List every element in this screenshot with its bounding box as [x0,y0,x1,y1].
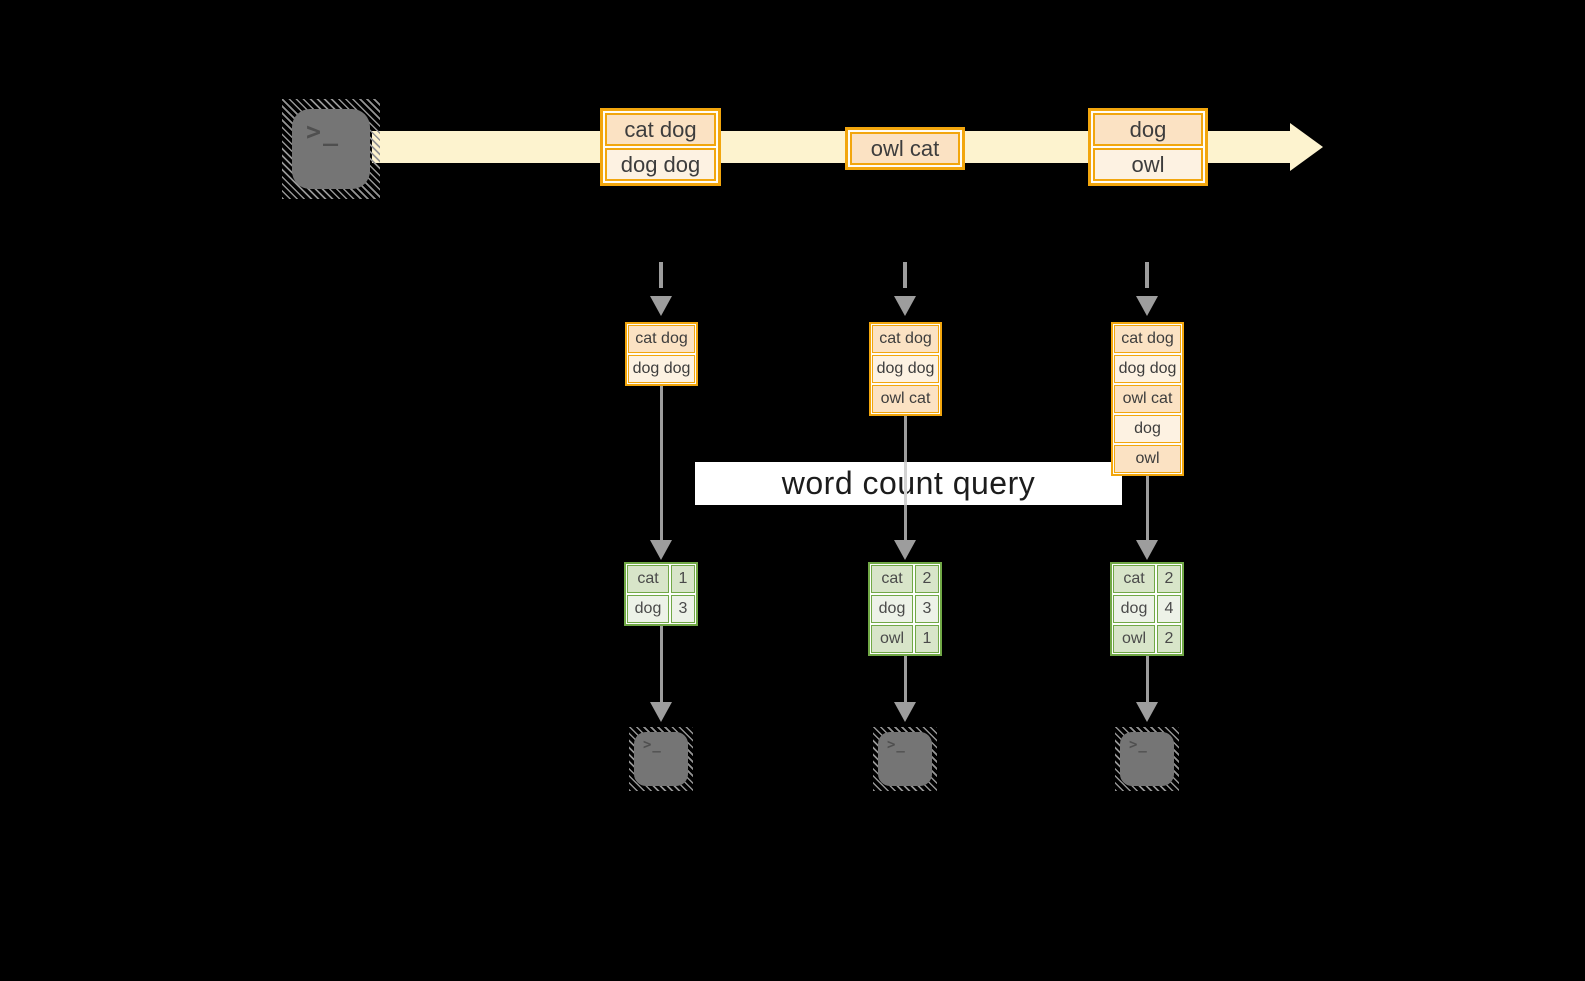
sink-terminal-icon-3: >_ [1115,727,1179,791]
word-cell: dog [627,595,669,623]
table-row: dog 3 [871,595,939,623]
arrowhead-icon [894,540,916,560]
query-label: word count query [695,462,1122,505]
result-table-3: cat 2 dog 4 owl 2 [1110,562,1184,656]
word-cell: dog [871,595,913,623]
terminal-screen: >_ [292,109,370,189]
arrow-line [1146,476,1149,540]
terminal-prompt-icon: >_ [887,737,906,753]
state-cell: dog dog [872,355,939,383]
result-table-2: cat 2 dog 3 owl 1 [868,562,942,656]
sink-terminal-icon-2: >_ [873,727,937,791]
arrowhead-icon [650,296,672,316]
word-cell: cat [627,565,669,593]
terminal-screen: >_ [1120,732,1174,786]
sink-terminal-icon-1: >_ [629,727,693,791]
count-cell: 1 [915,625,939,653]
dashed-arrow-line [659,262,663,288]
state-cell: cat dog [872,325,939,353]
arrow-line-over-label [904,462,907,505]
table-row: dog 3 [627,595,695,623]
stream-event-box-2: owl cat [845,127,965,170]
table-row: dog 4 [1113,595,1181,623]
event-cell: dog dog [605,148,716,181]
word-cell: owl [871,625,913,653]
count-cell: 2 [1157,625,1181,653]
arrowhead-icon [1136,702,1158,722]
state-box-1: cat dog dog dog [625,322,698,386]
arrowhead-icon [1136,540,1158,560]
arrow-line [660,386,663,540]
terminal-prompt-icon: >_ [1129,737,1148,753]
terminal-prompt-icon: >_ [306,117,341,146]
state-box-2: cat dog dog dog owl cat [869,322,942,416]
arrow-line [660,626,663,702]
dashed-arrow-line [1145,262,1149,288]
count-cell: 3 [915,595,939,623]
query-label-text: word count query [781,465,1036,501]
count-cell: 4 [1157,595,1181,623]
word-cell: cat [1113,565,1155,593]
result-table-1: cat 1 dog 3 [624,562,698,626]
terminal-screen: >_ [878,732,932,786]
state-cell: dog dog [628,355,695,383]
table-row: owl 2 [1113,625,1181,653]
state-cell: owl [1114,445,1181,473]
arrowhead-icon [894,702,916,722]
count-cell: 3 [671,595,695,623]
arrowhead-icon [650,540,672,560]
terminal-prompt-icon: >_ [643,737,662,753]
arrowhead-icon [1136,296,1158,316]
count-cell: 2 [1157,565,1181,593]
count-cell: 1 [671,565,695,593]
word-cell: owl [1113,625,1155,653]
event-cell: dog [1093,113,1203,146]
terminal-screen: >_ [634,732,688,786]
stream-event-box-1: cat dog dog dog [600,108,721,186]
stream-arrowhead-icon [1290,123,1323,171]
arrow-line [1146,656,1149,702]
word-cell: dog [1113,595,1155,623]
arrowhead-icon [894,296,916,316]
table-row: cat 2 [1113,565,1181,593]
word-cell: cat [871,565,913,593]
state-cell: cat dog [628,325,695,353]
event-cell: cat dog [605,113,716,146]
table-row: cat 1 [627,565,695,593]
arrowhead-icon [650,702,672,722]
state-cell: cat dog [1114,325,1181,353]
table-row: owl 1 [871,625,939,653]
state-cell: dog dog [1114,355,1181,383]
event-cell: owl [1093,148,1203,181]
count-cell: 2 [915,565,939,593]
state-cell: dog [1114,415,1181,443]
arrow-line [904,656,907,702]
dashed-arrow-line [903,262,907,288]
state-cell: owl cat [872,385,939,413]
table-row: cat 2 [871,565,939,593]
state-box-3: cat dog dog dog owl cat dog owl [1111,322,1184,476]
stream-event-box-3: dog owl [1088,108,1208,186]
source-terminal-icon: >_ [282,99,380,199]
state-cell: owl cat [1114,385,1181,413]
event-cell: owl cat [850,132,960,165]
